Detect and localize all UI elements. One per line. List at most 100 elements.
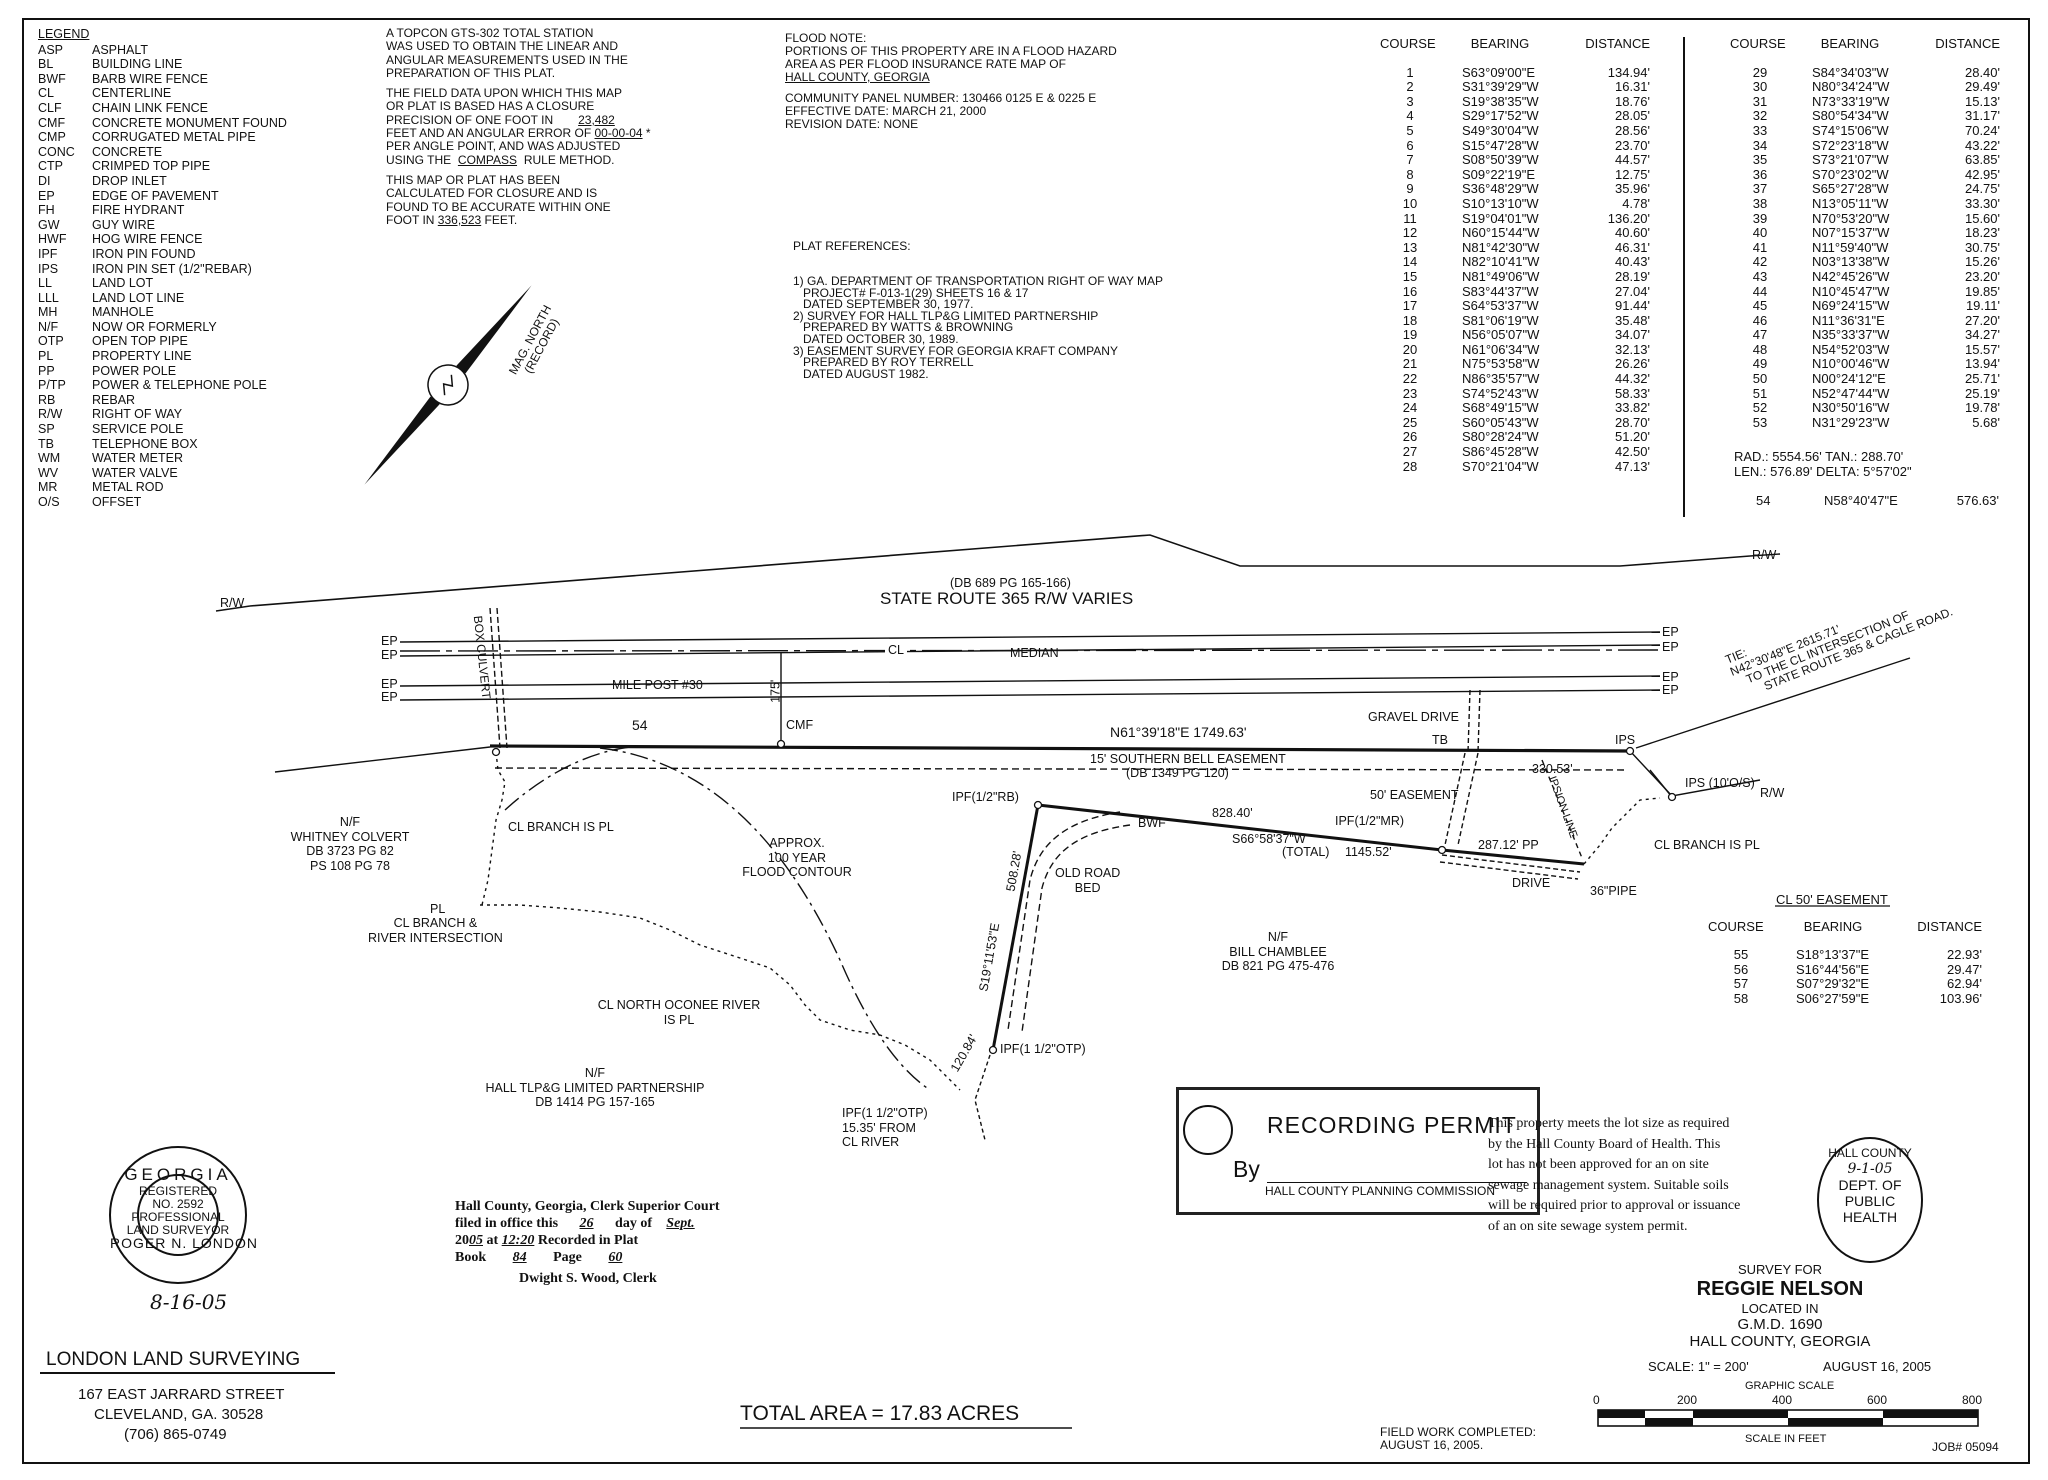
gmd-label: G.M.D. 1690 (1737, 1316, 1823, 1333)
bearing-cell: N13°05'11"W (1812, 195, 1889, 211)
distance-cell: 35.48' (1614, 312, 1650, 328)
bearing-cell: N73°33'19"W (1812, 93, 1890, 109)
bearing-cell: N80°34'24"W (1812, 79, 1890, 95)
bearing-cell: S68°49'15"W (1462, 400, 1539, 416)
bearing-cell: S36°48'29"W (1462, 181, 1539, 197)
flood-note-title: FLOOD NOTE: (785, 31, 867, 45)
rw-tick (1749, 553, 1781, 557)
river-label: CL NORTH OCONEE RIVER IS PL (594, 998, 764, 1027)
ips-label: IPS (1615, 733, 1636, 747)
drive-line (1441, 854, 1581, 873)
bearing-cell: N60°15'44"W (1462, 225, 1540, 241)
legend-abbrev: P/TP (38, 378, 66, 393)
column-header: BEARING (1470, 36, 1530, 51)
chord-course: 54 (1756, 493, 1771, 508)
bearing-cell: S29°17'52"W (1462, 108, 1539, 124)
east-branch (1583, 797, 1661, 865)
flood-line: PORTIONS OF THIS PROPERTY ARE IN A FLOOD… (785, 44, 1117, 58)
bearing-cell: S70°23'02"W (1812, 166, 1889, 182)
bearing-cell: S49°30'04"W (1462, 122, 1539, 138)
distance-cell: 32.13' (1614, 341, 1650, 357)
bearing-cell: N31°29'23"W (1812, 414, 1890, 430)
boundary-s66 (1037, 803, 1443, 852)
distance-cell: 28.19' (1614, 268, 1650, 284)
distance-cell: 34.27' (1964, 327, 2000, 343)
legend-desc: RIGHT OF WAY (92, 407, 183, 422)
legend-desc: CONCRETE MONUMENT FOUND (92, 115, 287, 130)
seal-line: HEALTH (1842, 1209, 1898, 1225)
course-cell: 14 (1402, 254, 1418, 270)
legend-desc: OFFSET (92, 495, 142, 509)
precision-line: FOOT IN 336,523 FEET. (386, 212, 518, 227)
road-name-label: STATE ROUTE 365 R/W VARIES (880, 589, 1134, 608)
permit-seal (1183, 1105, 1233, 1155)
southern-bell-easement-label: 15' SOUTHERN BELL EASEMENT (1090, 752, 1286, 766)
legend-desc: BARB WIRE FENCE (92, 71, 208, 86)
course-54-label: 54 (632, 717, 648, 733)
distance-cell: 28.05' (1614, 108, 1650, 124)
plat-reference-line: DATED SEPTEMBER 30, 1977. (793, 297, 974, 312)
bearing-cell: N00°24'12"E (1812, 371, 1886, 387)
distance-cell: 27.04' (1614, 283, 1650, 299)
label-line: IS PL (663, 1012, 695, 1027)
distance-cell: 15.26' (1964, 254, 2000, 270)
permit-signature-line (1267, 1182, 1527, 1183)
company-address: 167 EAST JARRARD STREET (78, 1386, 285, 1403)
company-block: LONDON LAND SURVEYING 167 EAST JARRARD S… (46, 1349, 300, 1445)
scale-tick: 800 (1962, 1393, 1983, 1407)
course-cell: 3 (1406, 93, 1414, 109)
permit-subtitle: HALL COUNTY PLANNING COMMISSION (1265, 1184, 1496, 1198)
legend-desc: WATER VALVE (92, 465, 178, 480)
precision-line: PER ANGLE POINT, AND WAS ADJUSTED (386, 139, 621, 154)
legend-abbrev: SP (38, 422, 55, 437)
health-seal (1817, 1137, 1923, 1263)
legend-abbrev: PL (38, 349, 54, 364)
southern-bell-easement-db: (DB 1349 PG 120) (1126, 766, 1229, 780)
bearing-cell: N35°33'37"W (1812, 327, 1890, 343)
clerk-stamp: Hall County, Georgia, Clerk Superior Cou… (455, 1198, 720, 1287)
legend-abbrev: PP (38, 363, 55, 378)
course-cell: 2 (1406, 79, 1414, 95)
bearing-cell: S64°53'37"W (1462, 298, 1539, 314)
plat-reference-line: 3) EASEMENT SURVEY FOR GEORGIA KRAFT COM… (793, 343, 1118, 358)
precision-line: FOUND TO BE ACCURATE WITHIN ONE (386, 199, 611, 214)
bearing-cell: N70°53'20"W (1812, 210, 1890, 226)
distance-cell: 42.95' (1964, 166, 2000, 182)
distance-cell: 47.13' (1614, 458, 1650, 474)
distance-cell: 46.31' (1614, 239, 1650, 255)
column-header: COURSE (1708, 918, 1764, 934)
health-note-line: This property meets the lot size as requ… (1488, 1116, 1730, 1131)
boundary-s19 (991, 804, 1040, 1051)
legend-desc: LAND LOT LINE (92, 290, 185, 305)
course-cell: 4 (1406, 108, 1414, 124)
legend-abbrev: LL (38, 276, 52, 291)
county-label: HALL COUNTY, GEORGIA (1689, 1333, 1871, 1350)
pl-label: PL (430, 902, 446, 916)
branch-intersection-label: CL BRANCH & RIVER INTERSECTION (368, 916, 503, 945)
legend-desc: CORRUGATED METAL PIPE (92, 130, 256, 145)
flood-line: AREA AS PER FLOOD INSURANCE RATE MAP OF (785, 57, 1066, 71)
ipf-label: IPF(1 1/2"OTP) (1000, 1042, 1086, 1056)
distance-cell: 19.78' (1964, 400, 2000, 416)
course-cell: 19 (1402, 327, 1418, 343)
scale-label: SCALE: 1" = 200' (1648, 1359, 1749, 1374)
drive-label: DRIVE (1512, 876, 1551, 890)
distance-cell: 134.94' (1607, 64, 1650, 80)
course-cell: 10 (1402, 195, 1418, 211)
ep-line (399, 689, 1661, 701)
hall-tlpg-label: N/F HALL TLP&G LIMITED PARTNERSHIP DB 14… (470, 1066, 720, 1110)
bearing-cell: S08°50'39"W (1462, 152, 1539, 168)
precision-line: PREPARATION OF THIS PLAT. (386, 65, 556, 80)
bearing-cell: S72°23'18"W (1812, 137, 1889, 153)
